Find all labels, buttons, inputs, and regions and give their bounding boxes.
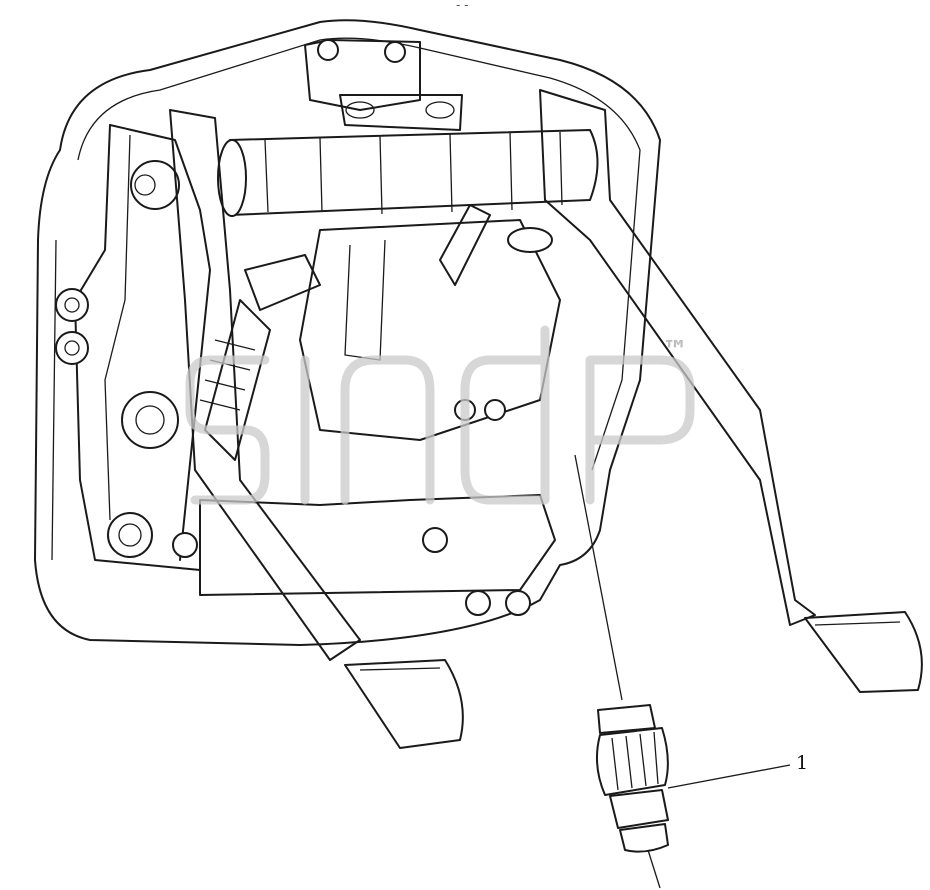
clutch-master-cylinder	[121, 254, 321, 461]
clutch-pedal	[169, 109, 464, 749]
mounting-plate	[34, 19, 661, 646]
left-frame	[55, 124, 211, 571]
watermark-logo	[185, 325, 695, 505]
cross-shaft	[217, 129, 599, 217]
callout-leader	[667, 764, 791, 789]
lower-bracket	[107, 494, 556, 616]
central-housing	[299, 204, 561, 441]
stop-light-switch	[574, 454, 669, 889]
stray-mark: - -	[456, 0, 469, 12]
callout-label-1: 1	[796, 752, 809, 774]
trademark-symbol: ™	[662, 336, 688, 366]
top-bracket	[304, 39, 463, 131]
brake-pedal	[539, 89, 923, 693]
